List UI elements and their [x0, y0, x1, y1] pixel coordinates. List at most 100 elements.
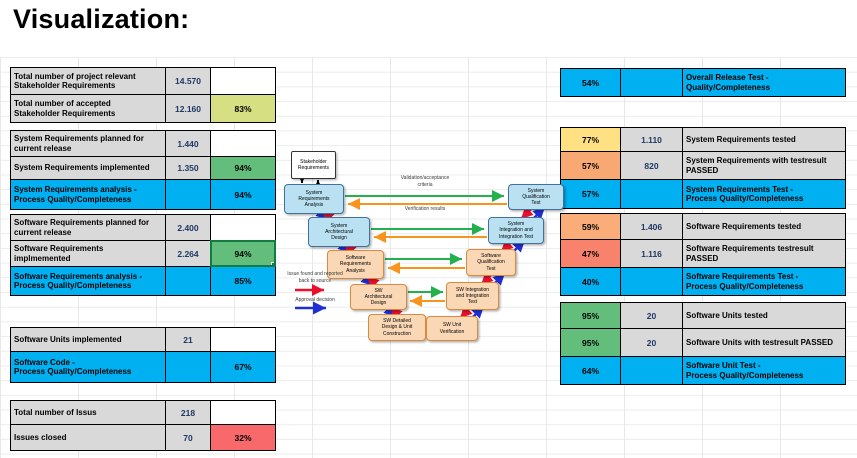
cell-value[interactable]: 70 [165, 424, 211, 451]
software-requirements-table: Software Requirements planned for curren… [10, 214, 276, 296]
cell-value[interactable]: 1.116 [620, 239, 683, 268]
cell-value[interactable] [620, 267, 683, 296]
cell-label[interactable]: Total number of accepted Stakeholder Req… [10, 94, 166, 123]
cell-label[interactable]: System Requirements Test - Process Quali… [682, 179, 846, 209]
cell-percent[interactable] [210, 327, 276, 352]
cell-value[interactable]: 14.570 [165, 67, 211, 95]
cell-label[interactable]: System Requirements planned for current … [10, 130, 166, 157]
cell-label[interactable]: Software Requirements Test - Process Qua… [682, 267, 846, 296]
cell-percent[interactable]: 59% [560, 213, 621, 240]
table-row: Total number of project relevant Stakeho… [10, 67, 276, 95]
table-row: Software Code - Process Quality/Complete… [10, 351, 276, 383]
cell-value[interactable] [620, 68, 683, 97]
page-title: Visualization: [13, 4, 190, 34]
table-row: 40% Software Requirements Test - Process… [560, 267, 846, 296]
cell-label[interactable]: Overall Release Test - Quality/Completen… [682, 68, 846, 97]
cell-value[interactable]: 21 [165, 327, 211, 352]
cell-value[interactable] [165, 351, 211, 383]
table-row: Software Requirements implmemented 2.264… [10, 240, 276, 267]
cell-percent[interactable]: 47% [560, 239, 621, 268]
cell-label[interactable]: Total number of project relevant Stakeho… [10, 67, 166, 95]
cell-value[interactable] [620, 179, 683, 209]
cell-value[interactable]: 1.406 [620, 213, 683, 240]
table-row: 95% 20 Software Units tested [560, 302, 846, 329]
table-row: 64% Software Unit Test - Process Quality… [560, 356, 846, 385]
cell-percent[interactable]: 57% [560, 179, 621, 209]
cell-value[interactable] [165, 179, 211, 210]
cell-value[interactable]: 1.110 [620, 127, 683, 152]
cell-value[interactable]: 20 [620, 328, 683, 357]
vmodel-box-software-qualification-test: Software Qualification Test [466, 249, 516, 276]
system-test-metrics-table: 77% 1.110 System Requirements tested 57%… [560, 127, 846, 209]
cell-value[interactable]: 2.400 [165, 214, 211, 241]
cell-label[interactable]: Software Requirements implmemented [10, 240, 166, 267]
table-row: 57% System Requirements Test - Process Q… [560, 179, 846, 209]
cell-percent[interactable] [210, 214, 276, 241]
cell-percent[interactable]: 64% [560, 356, 621, 385]
cell-label[interactable]: System Requirements implemented [10, 156, 166, 180]
validation-criteria-label: Validation/acceptance criteria [400, 175, 450, 188]
cell-percent[interactable]: 54% [560, 68, 621, 97]
cell-percent[interactable]: 83% [210, 94, 276, 123]
cell-percent[interactable]: 40% [560, 267, 621, 296]
cell-value[interactable]: 2.264 [165, 240, 211, 267]
vmodel-box-sw-architectural-design: SW Architectural Design [350, 284, 407, 310]
cell-percent[interactable]: 95% [560, 302, 621, 329]
table-row: System Requirements implemented 1.350 94… [10, 156, 276, 180]
verification-results-label: Verification results [404, 206, 446, 212]
cell-label[interactable]: Software Units with testresult PASSED [682, 328, 846, 357]
system-requirements-table: System Requirements planned for current … [10, 130, 276, 210]
table-row: Software Requirements planned for curren… [10, 214, 276, 241]
cell-label[interactable]: Software Requirements analysis - Process… [10, 266, 166, 296]
cell-label[interactable]: Software Requirements testresult PASSED [682, 239, 846, 268]
table-row: 95% 20 Software Units with testresult PA… [560, 328, 846, 357]
cell-label[interactable]: Software Units tested [682, 302, 846, 329]
cell-value[interactable] [165, 266, 211, 296]
cell-value[interactable]: 20 [620, 302, 683, 329]
cell-value[interactable]: 218 [165, 400, 211, 425]
cell-percent[interactable]: 95% [560, 328, 621, 357]
cell-value[interactable]: 1.350 [165, 156, 211, 180]
cell-percent[interactable]: 57% [560, 151, 621, 180]
table-row: Software Requirements analysis - Process… [10, 266, 276, 296]
software-units-table: Software Units implemented 21 Software C… [10, 327, 276, 383]
table-row: System Requirements planned for current … [10, 130, 276, 157]
table-row: 57% 820 System Requirements with testres… [560, 151, 846, 180]
cell-label[interactable]: System Requirements analysis - Process Q… [10, 179, 166, 210]
selected-cell-percent[interactable]: 94% [210, 240, 276, 267]
cell-percent[interactable]: 32% [210, 424, 276, 451]
legend-approval-label: Approval decision [295, 297, 335, 303]
table-row: Software Units implemented 21 [10, 327, 276, 352]
cell-label[interactable]: System Requirements with testresult PASS… [682, 151, 846, 180]
vmodel-box-system-requirements-analysis: System Requirements Analysis [284, 184, 344, 214]
cell-percent[interactable]: 67% [210, 351, 276, 383]
cell-label[interactable]: Software Requirements planned for curren… [10, 214, 166, 241]
vmodel-box-sw-unit-verification: SW Unit Verification [426, 316, 478, 341]
cell-label[interactable]: Total number of Issus [10, 400, 166, 425]
table-row: 47% 1.116 Software Requirements testresu… [560, 239, 846, 268]
cell-label[interactable]: Software Code - Process Quality/Complete… [10, 351, 166, 383]
cell-label[interactable]: Issues closed [10, 424, 166, 451]
cell-percent[interactable] [210, 130, 276, 157]
cell-percent[interactable]: 94% [210, 156, 276, 180]
legend-issue-label: Issue found and reported back to source [287, 271, 343, 284]
cell-percent[interactable]: 94% [210, 179, 276, 210]
stakeholder-metrics-table: Total number of project relevant Stakeho… [10, 67, 276, 123]
cell-label[interactable]: Software Unit Test - Process Quality/Com… [682, 356, 846, 385]
cell-label[interactable]: System Requirements tested [682, 127, 846, 152]
cell-label[interactable]: Software Requirements tested [682, 213, 846, 240]
table-row: System Requirements analysis - Process Q… [10, 179, 276, 210]
vmodel-box-sw-integration-test: SW Integration and Integration Test [446, 282, 499, 310]
cell-value[interactable] [620, 356, 683, 385]
cell-percent[interactable] [210, 67, 276, 95]
cell-percent[interactable] [210, 400, 276, 425]
cell-percent[interactable]: 85% [210, 266, 276, 296]
cell-value[interactable]: 1.440 [165, 130, 211, 157]
overall-release-test-table: 54% Overall Release Test - Quality/Compl… [560, 68, 846, 97]
cell-label[interactable]: Software Units implemented [10, 327, 166, 352]
vmodel-box-system-qualification-test: System Qualification Test [508, 184, 564, 210]
software-test-metrics-table: 59% 1.406 Software Requirements tested 4… [560, 213, 846, 296]
cell-percent[interactable]: 77% [560, 127, 621, 152]
cell-value[interactable]: 12.160 [165, 94, 211, 123]
cell-value[interactable]: 820 [620, 151, 683, 180]
